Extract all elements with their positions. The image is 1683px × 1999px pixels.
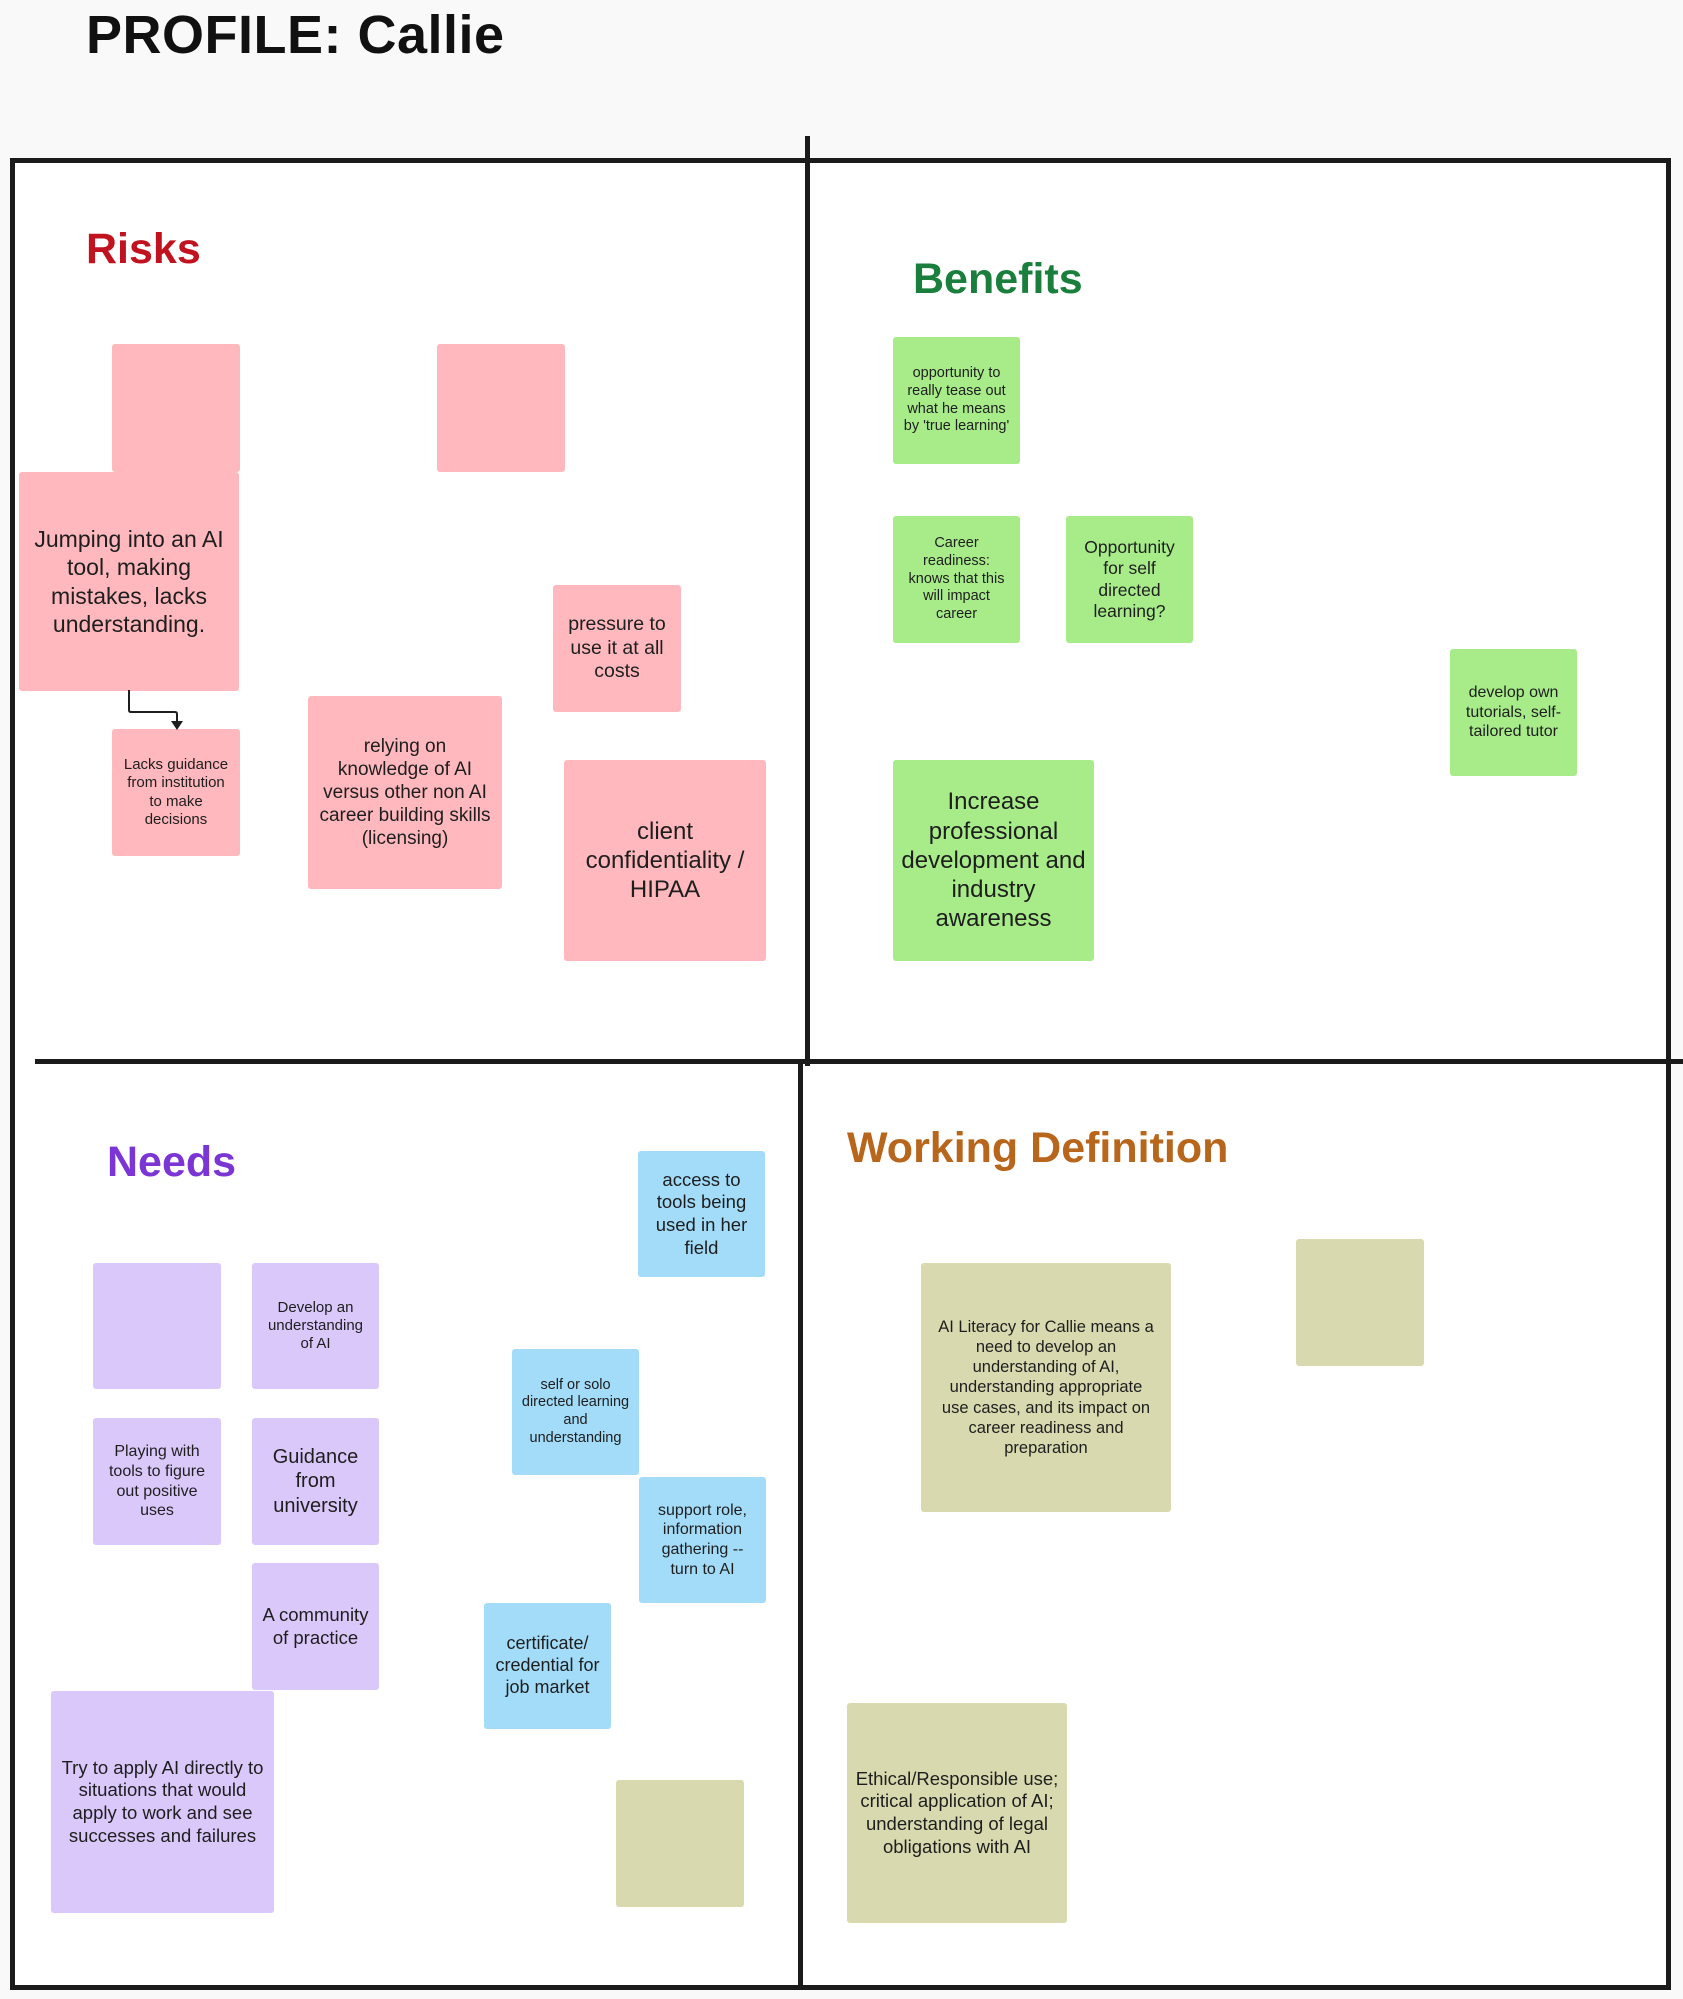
page-title: PROFILE: Callie bbox=[86, 5, 505, 65]
benefits-title: Benefits bbox=[913, 255, 1083, 303]
risks-title: Risks bbox=[86, 225, 201, 273]
benefit-note-career-readiness[interactable]: Career readiness: knows that this will i… bbox=[893, 516, 1020, 643]
benefit-note-professional-development[interactable]: Increase professional development and in… bbox=[893, 760, 1094, 961]
need-note-apply-ai[interactable]: Try to apply AI directly to situations t… bbox=[51, 1691, 274, 1913]
need-note-access-to-tools[interactable]: access to tools being used in her field bbox=[638, 1151, 765, 1277]
risk-note-pressure[interactable]: pressure to use it at all costs bbox=[553, 585, 681, 712]
risk-note-jumping-into-ai[interactable]: Jumping into an AI tool, making mistakes… bbox=[19, 472, 239, 691]
working-note-ethical-use[interactable]: Ethical/Responsible use; critical applic… bbox=[847, 1703, 1067, 1923]
needs-title: Needs bbox=[107, 1138, 237, 1186]
risk-note-client-confidentiality[interactable]: client confidentiality / HIPAA bbox=[564, 760, 766, 961]
need-note-community-of-practice[interactable]: A community of practice bbox=[252, 1563, 379, 1690]
need-note-playing-with-tools[interactable]: Playing with tools to figure out positiv… bbox=[93, 1418, 221, 1545]
benefit-note-own-tutorials[interactable]: develop own tutorials, self-tailored tut… bbox=[1450, 649, 1577, 776]
risk-note-empty[interactable] bbox=[112, 344, 240, 472]
need-note-develop-understanding[interactable]: Develop an understanding of AI bbox=[252, 1263, 379, 1389]
risk-note-lacks-guidance[interactable]: Lacks guidance from institution to make … bbox=[112, 729, 240, 856]
risk-note-empty[interactable] bbox=[437, 344, 565, 472]
vertical-divider-bottom bbox=[798, 1062, 803, 1986]
working-note-empty[interactable] bbox=[1296, 1239, 1424, 1366]
need-note-empty[interactable] bbox=[93, 1263, 221, 1389]
risk-note-relying-on-knowledge[interactable]: relying on knowledge of AI versus other … bbox=[308, 696, 502, 889]
working-definition-title: Working Definition bbox=[847, 1124, 1229, 1172]
need-note-guidance-university[interactable]: Guidance from university bbox=[252, 1418, 379, 1545]
need-note-empty-olive[interactable] bbox=[616, 1780, 744, 1907]
connector-arrow bbox=[128, 690, 183, 730]
need-note-support-role[interactable]: support role, information gathering -- t… bbox=[639, 1477, 766, 1603]
benefit-note-self-directed[interactable]: Opportunity for self directed learning? bbox=[1066, 516, 1193, 643]
need-note-certificate[interactable]: certificate/ credential for job market bbox=[484, 1603, 611, 1729]
vertical-divider-top bbox=[805, 136, 810, 1066]
need-note-self-directed-learning[interactable]: self or solo directed learning and under… bbox=[512, 1349, 639, 1475]
working-note-ai-literacy[interactable]: AI Literacy for Callie means a need to d… bbox=[921, 1263, 1171, 1512]
horizontal-divider bbox=[35, 1059, 1683, 1064]
benefit-note-true-learning[interactable]: opportunity to really tease out what he … bbox=[893, 337, 1020, 464]
